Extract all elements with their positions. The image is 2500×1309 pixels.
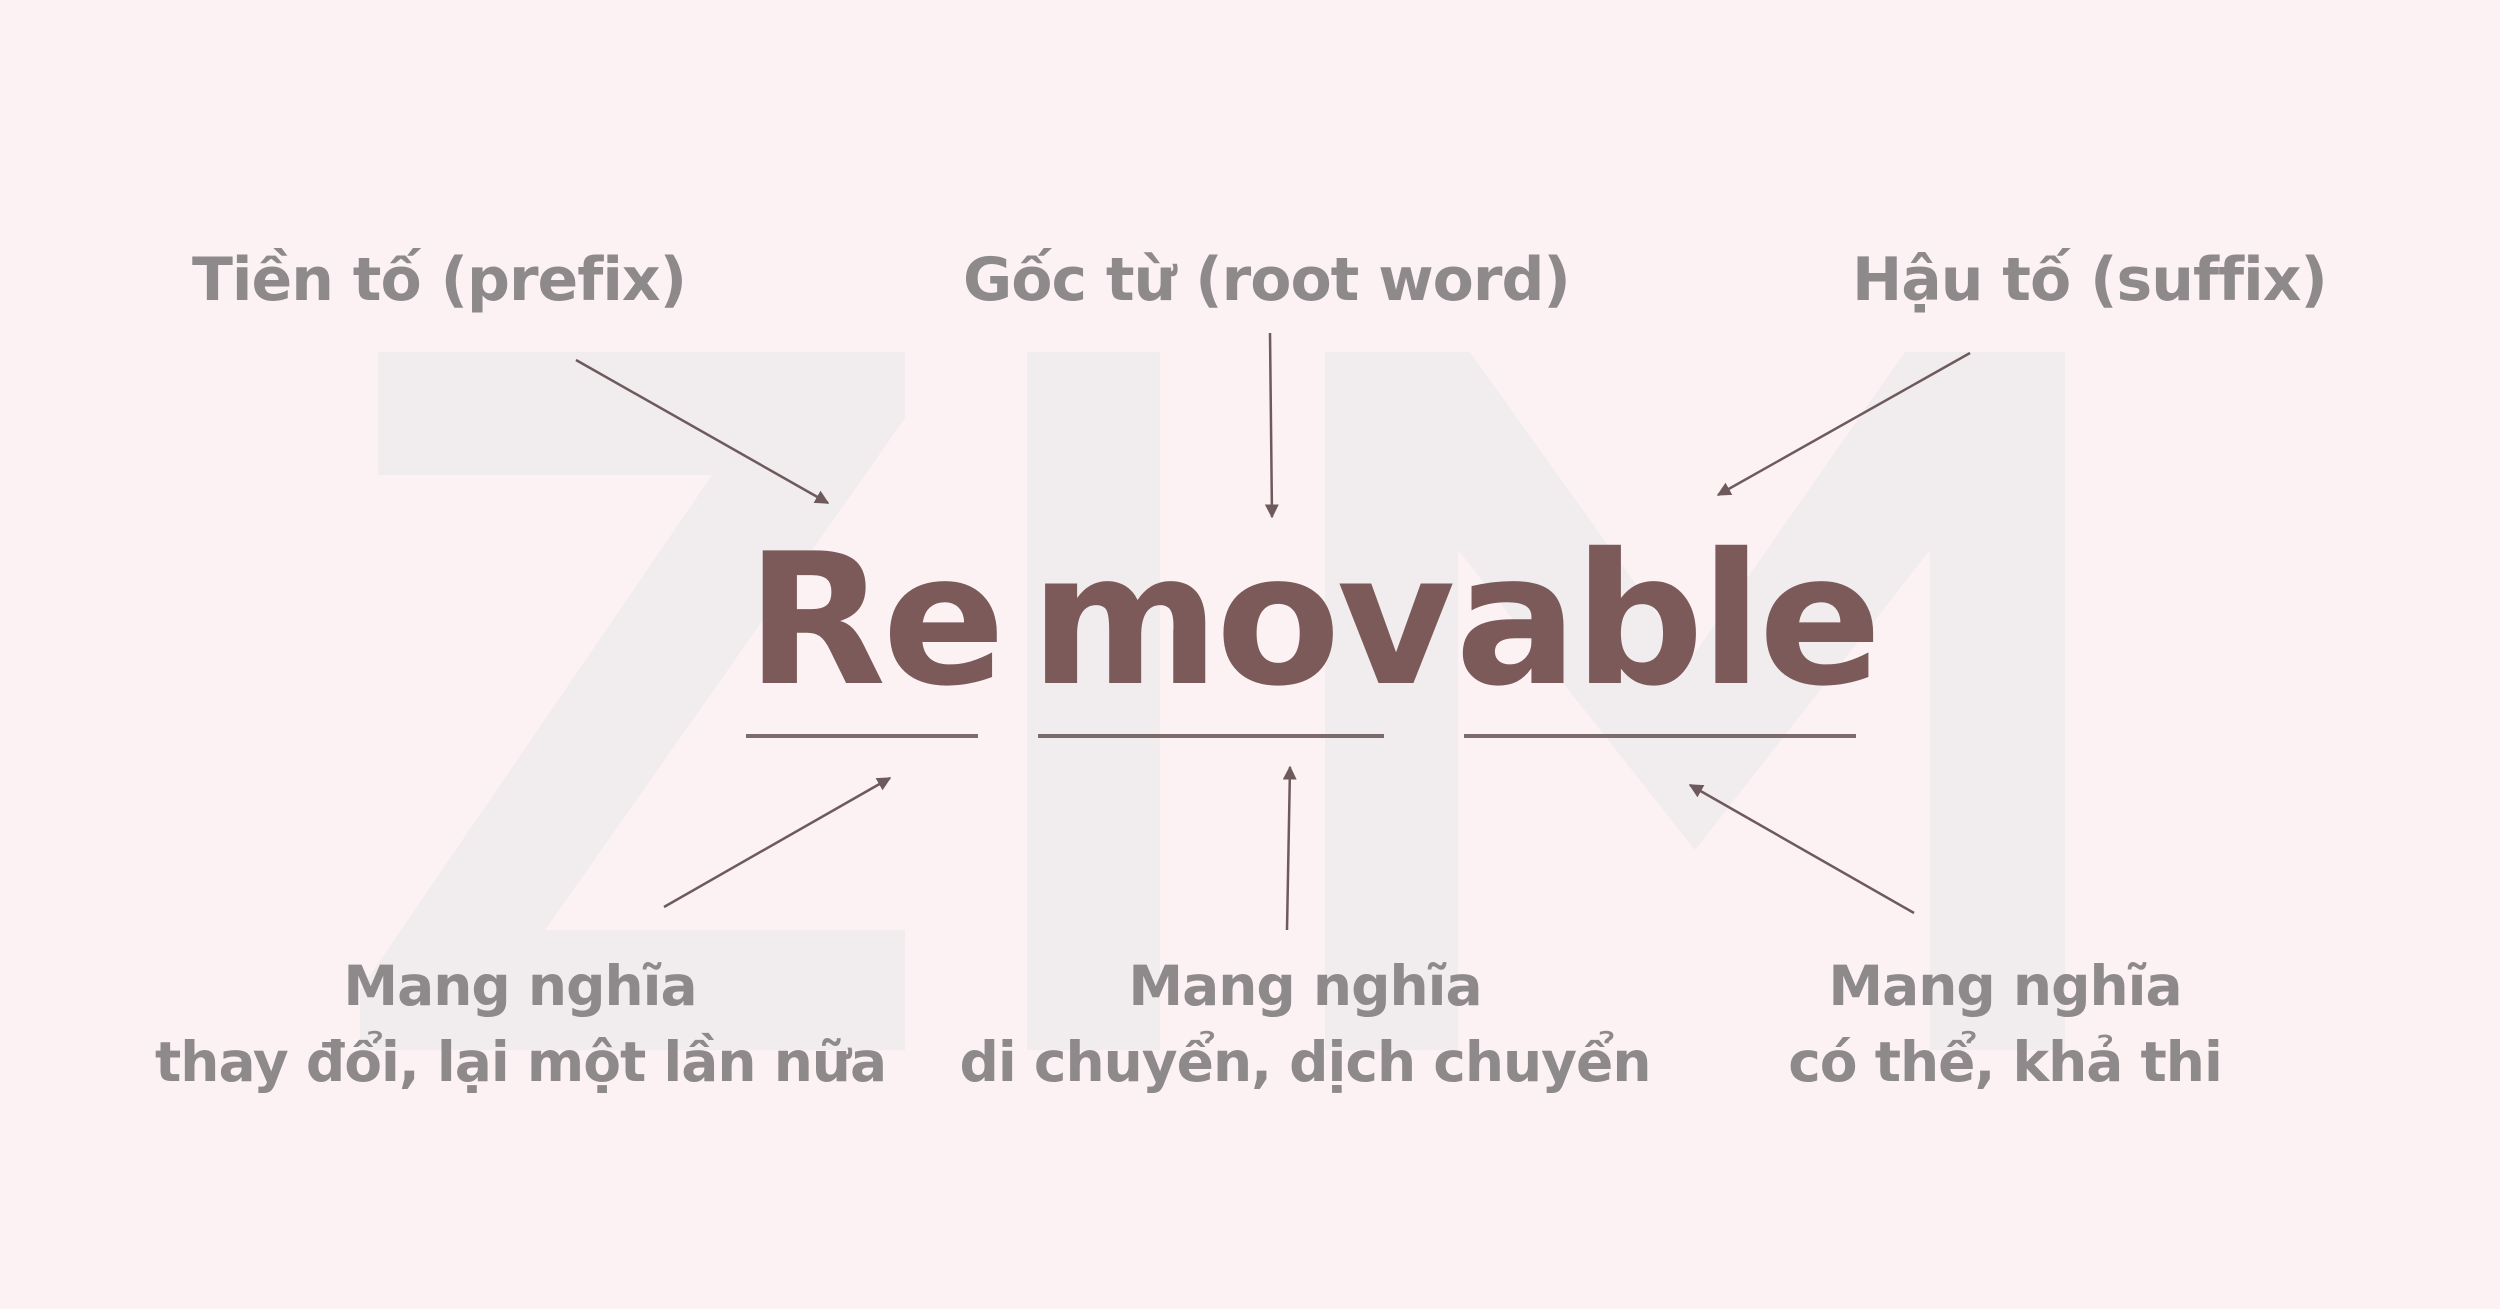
suffix-morpheme: able (1455, 514, 1882, 726)
prefix-meaning-line2: thay đổi, lại một lần nữa (155, 1030, 887, 1094)
suffix-top-arrow (1716, 351, 1971, 497)
prefix-morpheme: Re (746, 514, 1006, 726)
root-morpheme: mov (1030, 514, 1455, 726)
prefix-bottom-arrow (663, 776, 892, 909)
root-bottom-arrow (1282, 765, 1297, 931)
root-meaning-line1: Mang nghĩa (1128, 954, 1482, 1018)
prefix-meaning-line1: Mang nghĩa (343, 954, 697, 1018)
prefix-meaning: Mang nghĩa thay đổi, lại một lần nữa (155, 948, 887, 1100)
root-top-arrow (1264, 332, 1279, 519)
root-word-heading: Gốc từ (root word) (963, 245, 1571, 315)
suffix-meaning: Mang nghĩa có thể, khả thi (1690, 948, 2320, 1100)
root-meaning: Mang nghĩa di chuyển, dịch chuyển (940, 948, 1670, 1100)
suffix-heading: Hậu tố (suffix) (1852, 245, 2328, 315)
root-meaning-line2: di chuyển, dịch chuyển (959, 1030, 1652, 1094)
suffix-meaning-line2: có thể, khả thi (1788, 1030, 2223, 1094)
prefix-heading: Tiền tố (prefix) (192, 245, 687, 315)
suffix-bottom-arrow (1688, 783, 1915, 915)
prefix-top-arrow (575, 358, 830, 505)
suffix-meaning-line1: Mang nghĩa (1828, 954, 2182, 1018)
